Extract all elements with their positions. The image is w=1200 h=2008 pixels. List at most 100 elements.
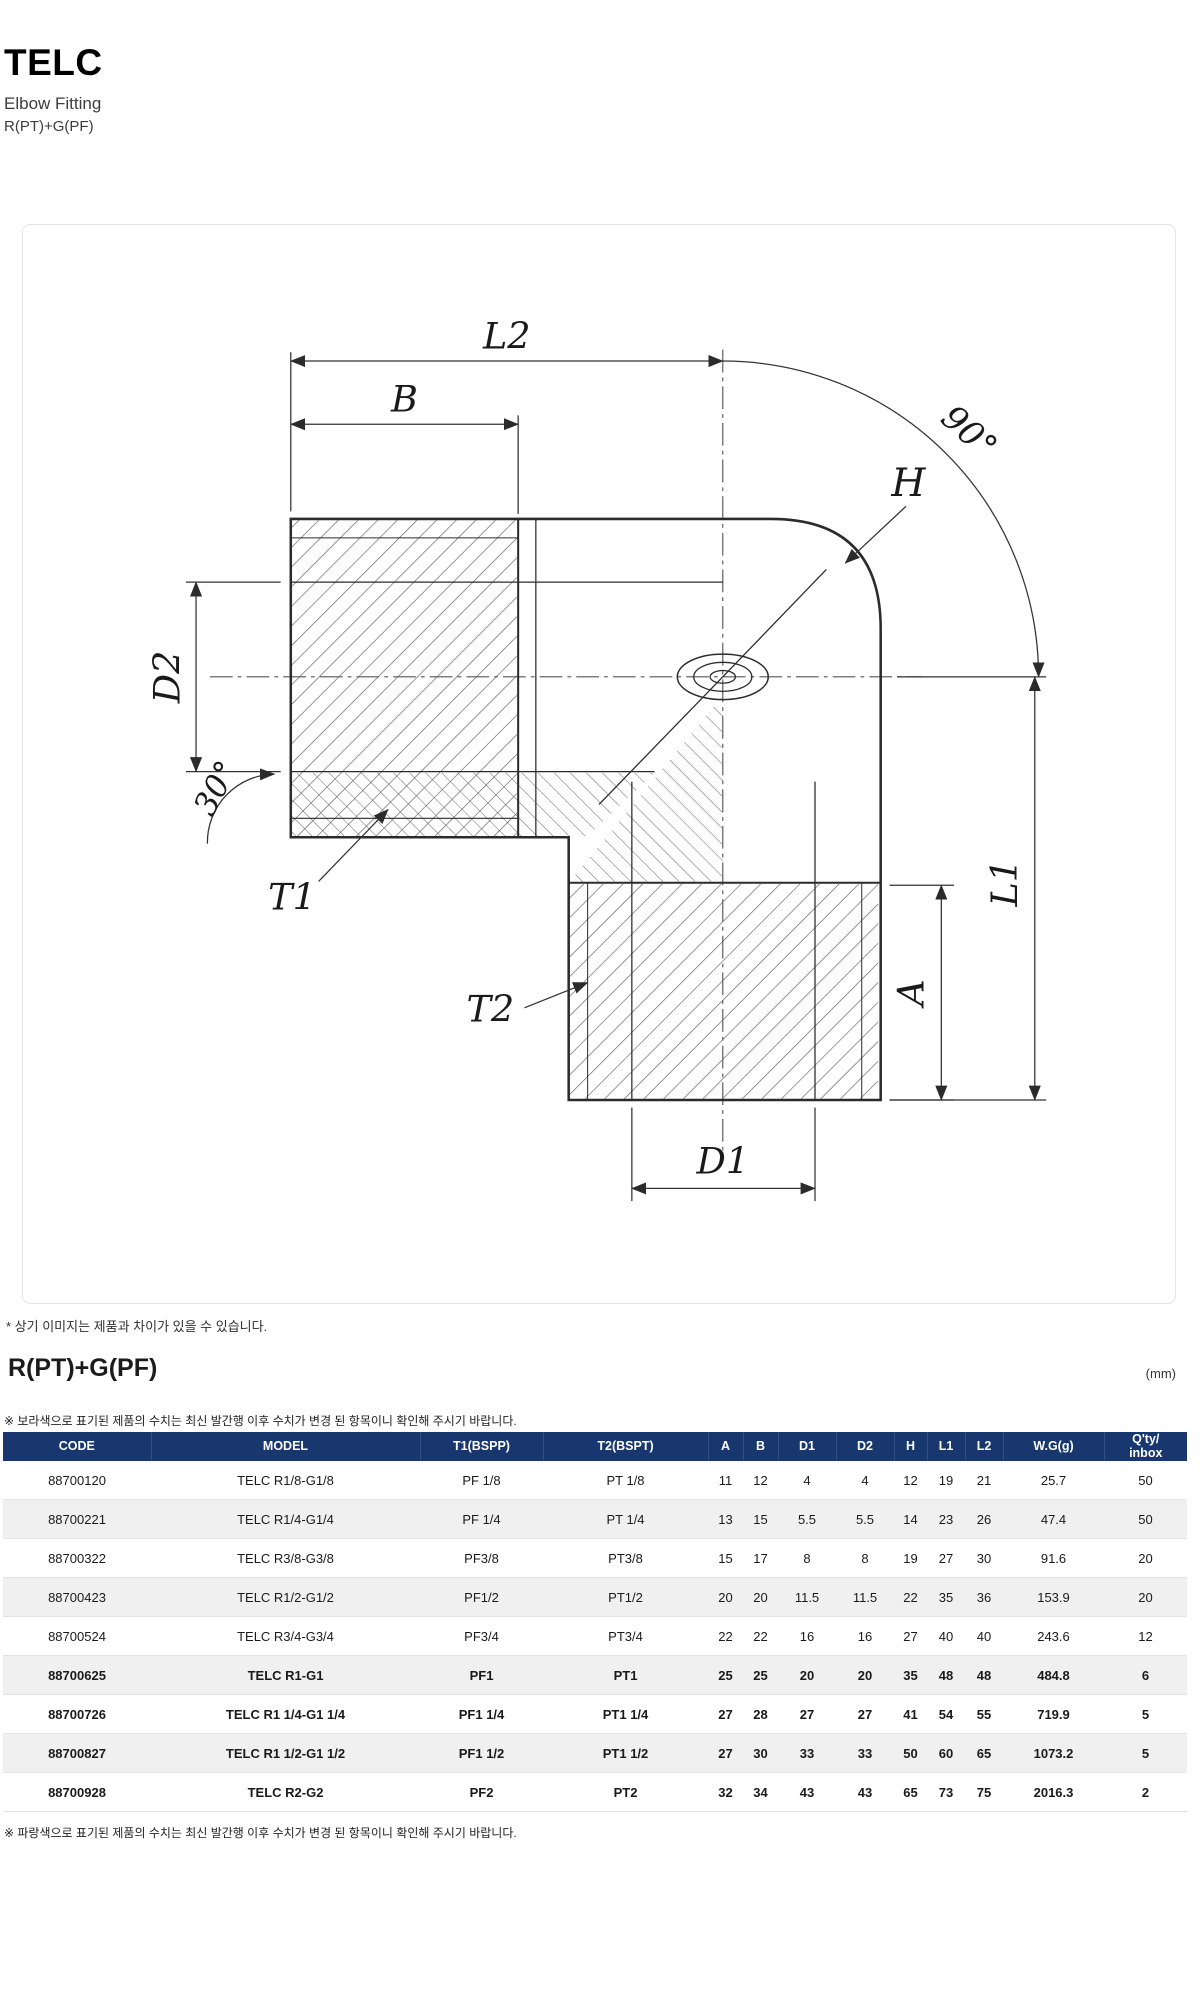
col-header-b: B xyxy=(743,1432,779,1461)
spec-table-row: 88700524 TELC R3/4-G3/4 PF3/4 PT3/4 22 2… xyxy=(3,1616,1187,1657)
cell-b: 34 xyxy=(743,1772,778,1813)
dim-label-a: A xyxy=(890,979,933,1008)
cell-code: 88700221 xyxy=(3,1499,151,1540)
col-header-d2: D2 xyxy=(836,1432,895,1461)
dim-label-d1: D1 xyxy=(695,1139,749,1182)
cell-t2: PT3/4 xyxy=(543,1616,708,1657)
unit-label: (mm) xyxy=(1145,1366,1176,1381)
col-header-d1: D1 xyxy=(778,1432,837,1461)
cell-l1: 27 xyxy=(927,1538,965,1579)
spec-table-row: 88700221 TELC R1/4-G1/4 PF 1/4 PT 1/4 13… xyxy=(3,1499,1187,1540)
cell-qty: 6 xyxy=(1104,1655,1187,1696)
cell-l1: 60 xyxy=(927,1733,965,1774)
cell-wg: 484.8 xyxy=(1003,1655,1104,1696)
cell-model: TELC R1 1/2-G1 1/2 xyxy=(151,1733,420,1774)
cell-l2: 65 xyxy=(965,1733,1003,1774)
col-header-t2: T2(BSPT) xyxy=(543,1432,709,1461)
cell-b: 25 xyxy=(743,1655,778,1696)
cell-code: 88700322 xyxy=(3,1538,151,1579)
cell-model: TELC R3/8-G3/8 xyxy=(151,1538,420,1579)
cell-l2: 30 xyxy=(965,1538,1003,1579)
cell-a: 22 xyxy=(708,1616,743,1657)
image-disclaimer: * 상기 이미지는 제품과 차이가 있을 수 있습니다. xyxy=(6,1319,268,1334)
cell-d2: 33 xyxy=(836,1733,894,1774)
spec-table-body: 88700120 TELC R1/8-G1/8 PF 1/8 PT 1/8 11… xyxy=(3,1460,1187,1813)
cell-a: 25 xyxy=(708,1655,743,1696)
cell-d2: 27 xyxy=(836,1694,894,1735)
cell-h: 19 xyxy=(894,1538,927,1579)
cell-a: 32 xyxy=(708,1772,743,1813)
cell-t1: PF1 1/2 xyxy=(420,1733,543,1774)
cell-model: TELC R1 1/4-G1 1/4 xyxy=(151,1694,420,1735)
product-thread-spec: R(PT)+G(PF) xyxy=(4,118,94,135)
cell-h: 41 xyxy=(894,1694,927,1735)
cell-qty: 20 xyxy=(1104,1577,1187,1618)
spec-table-row: 88700726 TELC R1 1/4-G1 1/4 PF1 1/4 PT1 … xyxy=(3,1694,1187,1735)
cell-l2: 55 xyxy=(965,1694,1003,1735)
cell-qty: 50 xyxy=(1104,1460,1187,1501)
cell-d2: 11.5 xyxy=(836,1577,894,1618)
table-note-top: ※ 보라색으로 표기된 제품의 수치는 최신 발간행 이후 수치가 변경 된 항… xyxy=(4,1414,517,1428)
dimension-lines xyxy=(185,352,1047,1202)
cell-b: 12 xyxy=(743,1460,778,1501)
cell-code: 88700120 xyxy=(3,1460,151,1501)
cell-h: 27 xyxy=(894,1616,927,1657)
product-header: TELC Elbow Fitting R(PT)+G(PF) xyxy=(4,44,103,135)
cell-d1: 8 xyxy=(778,1538,836,1579)
cell-code: 88700524 xyxy=(3,1616,151,1657)
cell-a: 13 xyxy=(708,1499,743,1540)
cell-t1: PF3/8 xyxy=(420,1538,543,1579)
cell-d2: 43 xyxy=(836,1772,894,1813)
fitting-outline xyxy=(289,517,882,1102)
product-subtitle: Elbow Fitting xyxy=(4,94,102,113)
col-header-h: H xyxy=(894,1432,928,1461)
col-header-qty: Q'ty/ inbox xyxy=(1104,1432,1187,1461)
cell-wg: 25.7 xyxy=(1003,1460,1104,1501)
dim-label-90deg: 90° xyxy=(933,397,1005,467)
cell-a: 20 xyxy=(708,1577,743,1618)
cell-wg: 243.6 xyxy=(1003,1616,1104,1657)
cell-d1: 33 xyxy=(778,1733,836,1774)
cell-d1: 20 xyxy=(778,1655,836,1696)
cell-h: 22 xyxy=(894,1577,927,1618)
cell-h: 65 xyxy=(894,1772,927,1813)
cell-t1: PF1 xyxy=(420,1655,543,1696)
spec-table-row: 88700423 TELC R1/2-G1/2 PF1/2 PT1/2 20 2… xyxy=(3,1577,1187,1618)
cell-a: 27 xyxy=(708,1694,743,1735)
cell-t1: PF3/4 xyxy=(420,1616,543,1657)
cell-code: 88700423 xyxy=(3,1577,151,1618)
cell-t2: PT1 1/2 xyxy=(543,1733,708,1774)
col-header-l2: L2 xyxy=(965,1432,1004,1461)
cell-d2: 20 xyxy=(836,1655,894,1696)
cell-qty: 5 xyxy=(1104,1694,1187,1735)
cell-l1: 48 xyxy=(927,1655,965,1696)
dim-label-l2: L2 xyxy=(482,314,531,357)
diagram-panel: L2 B D2 30° T1 T2 D1 A L1 90° H xyxy=(22,224,1176,1304)
cell-model: TELC R1-G1 xyxy=(151,1655,420,1696)
spec-table: CODE MODEL T1(BSPP) T2(BSPT) A B D1 D2 H… xyxy=(3,1432,1187,1813)
cell-qty: 20 xyxy=(1104,1538,1187,1579)
spec-table-header-row: CODE MODEL T1(BSPP) T2(BSPT) A B D1 D2 H… xyxy=(3,1432,1187,1461)
cell-qty: 2 xyxy=(1104,1772,1187,1813)
col-header-l1: L1 xyxy=(927,1432,966,1461)
cell-code: 88700827 xyxy=(3,1733,151,1774)
col-header-code: CODE xyxy=(3,1432,152,1461)
cell-d1: 5.5 xyxy=(778,1499,836,1540)
col-header-model: MODEL xyxy=(151,1432,421,1461)
cell-model: TELC R1/2-G1/2 xyxy=(151,1577,420,1618)
cell-l2: 21 xyxy=(965,1460,1003,1501)
dim-label-b: B xyxy=(390,378,418,421)
elbow-fitting-diagram: L2 B D2 30° T1 T2 D1 A L1 90° H xyxy=(146,314,1047,1202)
cell-a: 15 xyxy=(708,1538,743,1579)
cell-b: 22 xyxy=(743,1616,778,1657)
cell-l2: 48 xyxy=(965,1655,1003,1696)
cell-d1: 11.5 xyxy=(778,1577,836,1618)
cell-t2: PT1 xyxy=(543,1655,708,1696)
dim-label-l1: L1 xyxy=(983,859,1026,908)
product-title: TELC xyxy=(4,42,103,83)
cell-b: 17 xyxy=(743,1538,778,1579)
cell-l2: 40 xyxy=(965,1616,1003,1657)
spec-table-row: 88700120 TELC R1/8-G1/8 PF 1/8 PT 1/8 11… xyxy=(3,1460,1187,1501)
cell-l2: 75 xyxy=(965,1772,1003,1813)
cell-code: 88700726 xyxy=(3,1694,151,1735)
